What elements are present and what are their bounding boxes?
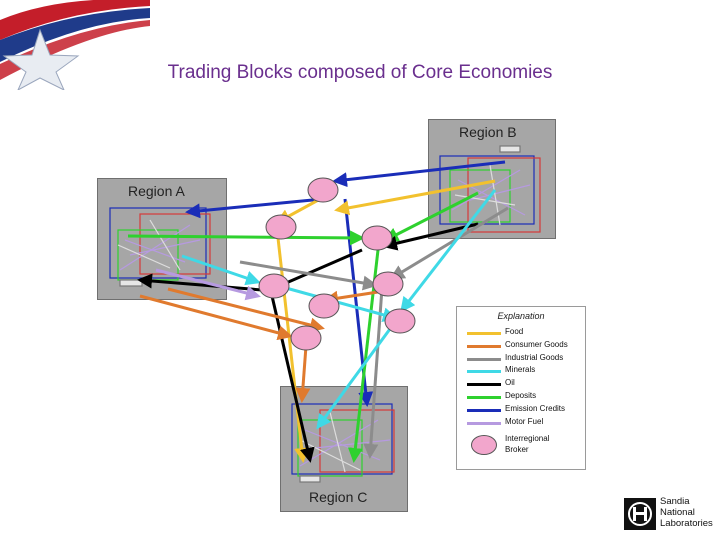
legend-broker-label-line1: Interregional (505, 434, 550, 443)
legend-item-swatch (467, 370, 501, 374)
broker-node (308, 293, 340, 319)
flow-emission-b-broker (332, 160, 506, 188)
legend-item-swatch (467, 421, 501, 425)
flow-deposits-a-broker (127, 230, 365, 246)
legend-item-swatch (467, 383, 501, 387)
legend-item-label: Industrial Goods (505, 352, 564, 362)
flow-minerals-a-broker (181, 254, 261, 286)
legend-item-swatch (467, 344, 501, 348)
legend-title: Explanation (497, 311, 545, 321)
region-c-label: Region C (309, 489, 368, 505)
sandia-line2: National (660, 507, 695, 518)
legend-item-label: Deposits (505, 391, 537, 400)
broker-node (265, 214, 297, 240)
flow-minerals-broker-broker (285, 286, 398, 323)
sandia-logo-text: Sandia National Laboratories (660, 496, 713, 529)
legend-item-label: Minerals (505, 365, 536, 375)
flow-consumer-broker-c (295, 345, 311, 403)
flow-food-broker-c (276, 237, 310, 463)
flow-industrial-b-broker (389, 206, 509, 280)
flow-industrial-a-broker (239, 260, 378, 291)
legend-item-label: Motor Fuel (505, 416, 544, 426)
legend-item-label: Oil (505, 378, 515, 388)
legend-broker-swatch (471, 435, 497, 455)
legend-item-label: Food (505, 327, 524, 336)
broker-node (384, 308, 416, 334)
page-title: Trading Blocks composed of Core Economie… (167, 62, 553, 83)
flow-minerals-broker-c (316, 317, 400, 430)
flow-deposits-b-broker (383, 191, 479, 242)
sandia-line1: Sandia (660, 496, 690, 507)
flow-consumer-a-broker (167, 287, 325, 333)
broker-nodes (258, 177, 416, 351)
legend-broker-label-line2: Broker (505, 445, 529, 454)
flow-food-b-broker (334, 179, 496, 216)
flow-motor-fuel-a-broker (155, 268, 261, 301)
flow-oil-broker-a (137, 273, 263, 292)
sandia-logo-icon (624, 498, 656, 530)
broker-node (258, 273, 290, 299)
broker-node (290, 325, 322, 351)
flow-industrial-broker-c (363, 287, 384, 459)
legend-item-swatch (467, 408, 501, 412)
flag-star-logo (0, 0, 150, 90)
legend-item-label: Consumer Goods (505, 339, 568, 349)
region-a-inner-diagram (109, 207, 211, 287)
legend-item-label: Emission Credits (505, 403, 566, 413)
flow-oil-broker-c (270, 295, 315, 463)
legend-item-swatch (467, 396, 501, 399)
sandia-line3: Laboratories (660, 518, 713, 529)
flow-minerals-b-broker (400, 189, 497, 313)
sandia-logo: Sandia National Laboratories (624, 494, 718, 534)
flow-consumer-a-broker-2 (139, 294, 293, 341)
broker-node (307, 177, 339, 203)
flow-oil-b-broker (382, 222, 479, 251)
broker-node (372, 271, 404, 297)
flow-emission-broker-a (185, 197, 324, 219)
legend-item-swatch (467, 332, 501, 335)
legend-item-swatch (467, 357, 501, 361)
region-a-label: Region A (128, 183, 185, 199)
legend-broker-label: Interregional Broker (505, 433, 549, 455)
broker-node (361, 225, 393, 251)
region-b-label: Region B (459, 124, 517, 140)
